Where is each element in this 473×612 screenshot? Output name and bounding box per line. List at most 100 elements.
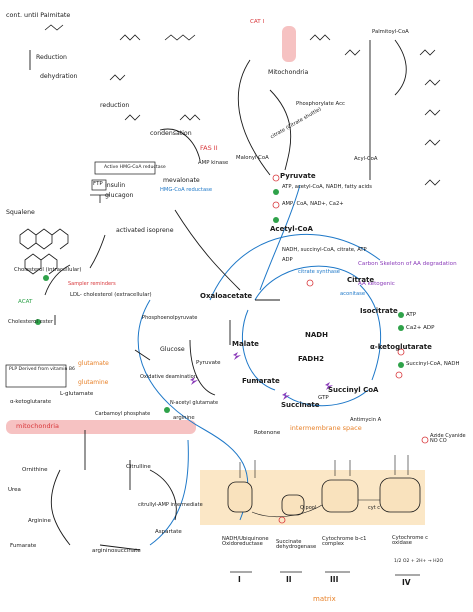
label-plp-derived: PLP Derived from vitamin B6 — [9, 367, 75, 372]
label-roman-3: III — [330, 575, 339, 584]
label-amp-kinase: AMP kinase — [198, 160, 229, 166]
label-aa-ketogenic: AA ketogenic — [358, 281, 395, 287]
label-ornithine: Ornithine — [22, 467, 48, 473]
label-roman-4: IV — [402, 578, 411, 587]
label-a-ketoglutarate-aa: α-ketoglutarate — [10, 399, 52, 405]
label-fumarate-tca: Fumarate — [242, 377, 280, 385]
label-amp-coa: AMP, CoA, NAD+, Ca2+ — [282, 201, 344, 207]
label-roman-1: I — [238, 575, 241, 584]
label-adp: ADP — [282, 257, 293, 263]
label-nadh-succinyl: NADH, succinyl-CoA, citrate, ATP — [282, 247, 367, 253]
inhibition-marks — [272, 174, 429, 524]
label-squalene: Squalene — [6, 209, 35, 216]
label-cont-palmitate: cont. until Palmitate — [6, 11, 71, 19]
label-nadh-tca: NADH — [305, 331, 328, 339]
label-intermembrane: intermembrane space — [290, 424, 362, 432]
label-arginine: arginine — [173, 415, 195, 421]
label-a-ketoglutarate: α-ketoglutarate — [370, 343, 432, 351]
cat-highlight — [282, 26, 296, 62]
label-glucose: Glucose — [160, 346, 185, 353]
label-atp-ca: ATP — [406, 312, 417, 318]
label-rotenone: Rotenone — [254, 430, 281, 436]
etc-arrows — [239, 455, 409, 517]
label-argininosuccinate: argininosuccinate — [92, 548, 141, 554]
black-arrows — [29, 39, 407, 551]
label-cholesterol: Cholesterol (intracellular) — [14, 267, 82, 273]
label-atp-acetyl: ATP, acetyl-CoA, NADH, fatty acids — [282, 184, 372, 190]
label-palmitoyl-coa: Palmitoyl-CoA — [372, 29, 409, 35]
label-malate: Malate — [232, 340, 259, 348]
activation-marks — [35, 189, 404, 413]
label-acetyl-coa: Acetyl-CoA — [270, 225, 313, 233]
label-cholesterol-ester: Cholesterol ester — [8, 319, 54, 325]
label-ldl: LDL- cholesterol (extracellular) — [70, 292, 152, 298]
molecule-sketches — [19, 24, 441, 275]
label-isocitrate: Isocitrate — [360, 307, 398, 315]
label-condensation: condensation — [150, 130, 192, 137]
label-insulin: insulin — [105, 182, 126, 189]
label-matrix: matrix — [313, 595, 336, 603]
note-boxes — [5, 161, 156, 388]
label-fumarate-urea: Fumarate — [10, 543, 37, 549]
label-citrate: Citrate — [347, 276, 375, 284]
label-pyruvate-top: Pyruvate — [280, 172, 316, 180]
label-fadh2: FADH2 — [298, 355, 324, 363]
label-complex-1: NADH/Ubiquinone Oxidoreductase — [222, 536, 269, 548]
label-azide: Azide Cyanide NO CO — [430, 433, 466, 444]
label-reduction-2: reduction — [100, 102, 130, 109]
label-carbamoyl-phosphate: Carbamoyl phosphate — [95, 411, 151, 417]
label-activated-isoprene: activated isoprene — [116, 227, 174, 234]
tca-cycle-arrows — [137, 184, 382, 546]
label-glutamine: glutamine — [78, 379, 109, 386]
label-n-acetylglutamate: N-acetyl glutamate — [170, 400, 219, 406]
label-aspartate: Aspartate — [155, 529, 182, 535]
label-reduction-1: Reduction — [36, 54, 67, 61]
label-acat: ACAT — [18, 299, 33, 305]
label-cytc: cyt c — [368, 505, 381, 511]
mitochondria-band — [6, 420, 196, 434]
label-hmg-coa-reductase: HMG-CoA reductase — [160, 187, 213, 193]
label-carbon-skeleton: Carbon Skeleton of AA degradation — [358, 261, 457, 267]
label-succinate: Succinate — [281, 401, 320, 409]
label-acyl-coa: Acyl-CoA — [354, 156, 378, 162]
roman-lines — [230, 571, 420, 576]
label-citrate-synthase: citrate synthase — [298, 269, 340, 275]
label-l-glutamate: L-glutamate — [60, 391, 94, 397]
label-mitochondria: Mitochondria — [268, 69, 309, 76]
label-complex-4: Cytochrome c oxidase — [392, 535, 428, 547]
label-antimycin: Antimycin A — [350, 417, 382, 423]
label-cholesterol-note: Sampler reminders — [68, 281, 116, 287]
label-fas-ii: FAS II — [200, 144, 218, 152]
label-arginine-lower: Arginine — [28, 518, 51, 524]
label-mitochondria-band: mitochondria — [16, 422, 60, 430]
label-succinyl-coa-nadh: Succinyl-CoA, NADH — [406, 361, 460, 367]
etc-complexes — [227, 477, 421, 516]
label-o2-note: 1/2 O2 + 2H+ → H2O — [394, 559, 444, 564]
regulator-bolts — [190, 352, 333, 400]
label-cat-i: CAT I — [250, 19, 265, 25]
label-complex-2: Succinate dehydrogenase — [276, 539, 317, 551]
label-oxidative-deamination: Oxidative deamination — [140, 374, 197, 380]
label-complex-3: Cytochrome b-c1 complex — [322, 536, 367, 548]
label-succinyl-coa: Succinyl CoA — [328, 386, 379, 394]
label-malonyl-coa: Malonyl CoA — [236, 155, 269, 161]
label-dehydration: dehydration — [40, 73, 78, 80]
label-phosphorylate-acc: Phosphorylate Acc — [296, 101, 345, 107]
label-oxaloacetate: Oxaloacetate — [200, 292, 253, 300]
label-qpool: Q pool — [300, 505, 317, 511]
label-gtp: GTP — [318, 395, 329, 401]
label-aconitase: aconitase — [340, 291, 366, 297]
label-active-hmg: Active HMG-CoA reductase — [104, 165, 166, 170]
label-ftp: FTP — [93, 181, 103, 187]
label-glucagon: glucagon — [105, 192, 134, 199]
label-glutamate: glutamate — [78, 360, 109, 367]
label-phosphoenolpyruvate: Phosphoenolpyruvate — [142, 315, 198, 321]
label-roman-2: II — [286, 575, 292, 584]
label-mevalonate: mevalonate — [163, 177, 200, 184]
label-citrullyl-amp: citrullyl-AMP intermediate — [138, 502, 203, 508]
label-urea: Urea — [8, 487, 21, 493]
label-ca-adp: Ca2+ ADP — [406, 325, 435, 331]
label-pyruvate-mid: Pyruvate — [196, 360, 221, 366]
label-citrulline: Citrulline — [126, 464, 151, 470]
